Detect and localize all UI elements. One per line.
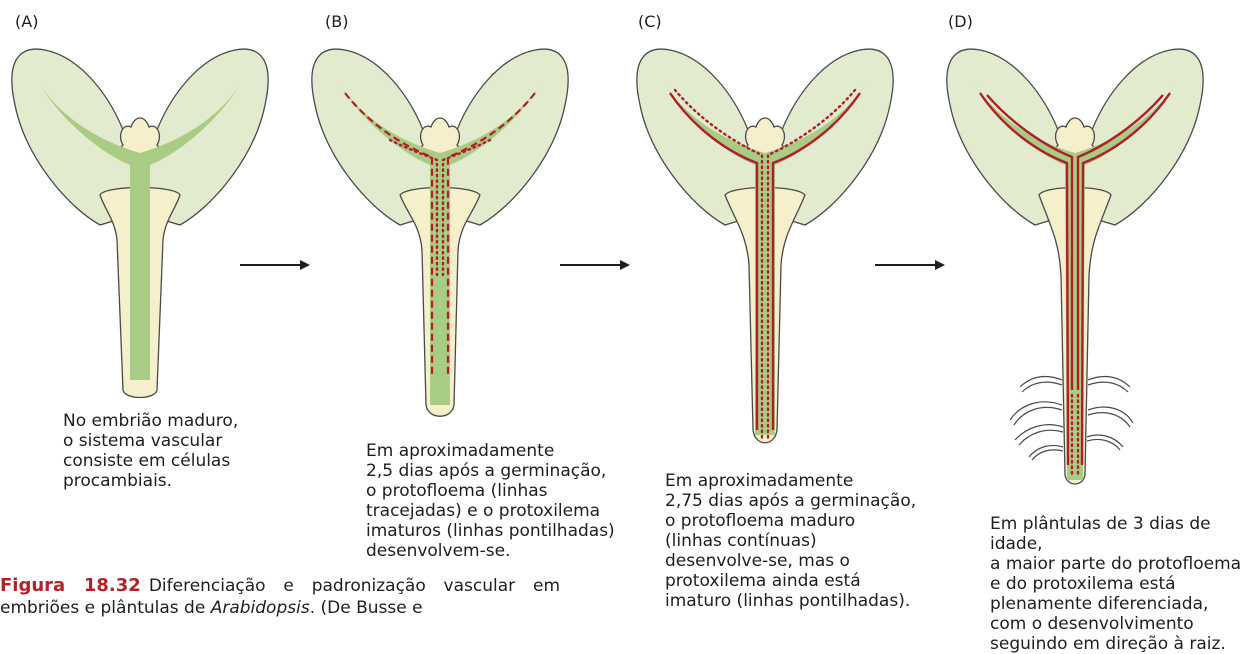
seedling-diagram-c (625, 35, 905, 455)
figure-number: Figura 18.32 (0, 575, 141, 596)
panel-label-b: (B) (325, 12, 348, 31)
seedling-diagram-b (300, 35, 580, 435)
panel-caption-a: No embrião maduro, o sistema vascular co… (63, 411, 238, 491)
figure-caption-source: . (De Busse e (310, 598, 423, 618)
panel-label-d: (D) (948, 12, 973, 31)
panel-caption-b: Em aproximadamente 2,5 dias após a germi… (366, 441, 615, 561)
panel-label-c: (C) (638, 12, 662, 31)
arrow-right-icon (560, 259, 630, 271)
panel-caption-c: Em aproximadamente 2,75 dias após a germ… (665, 471, 916, 611)
seedling-diagram-d (935, 35, 1215, 495)
seedling-diagram-a (5, 35, 285, 435)
figure-caption-species: Arabidopsis (211, 598, 310, 618)
panel-label-a: (A) (15, 12, 38, 31)
panel-caption-d: Em plântulas de 3 dias de idade, a maior… (990, 514, 1251, 654)
